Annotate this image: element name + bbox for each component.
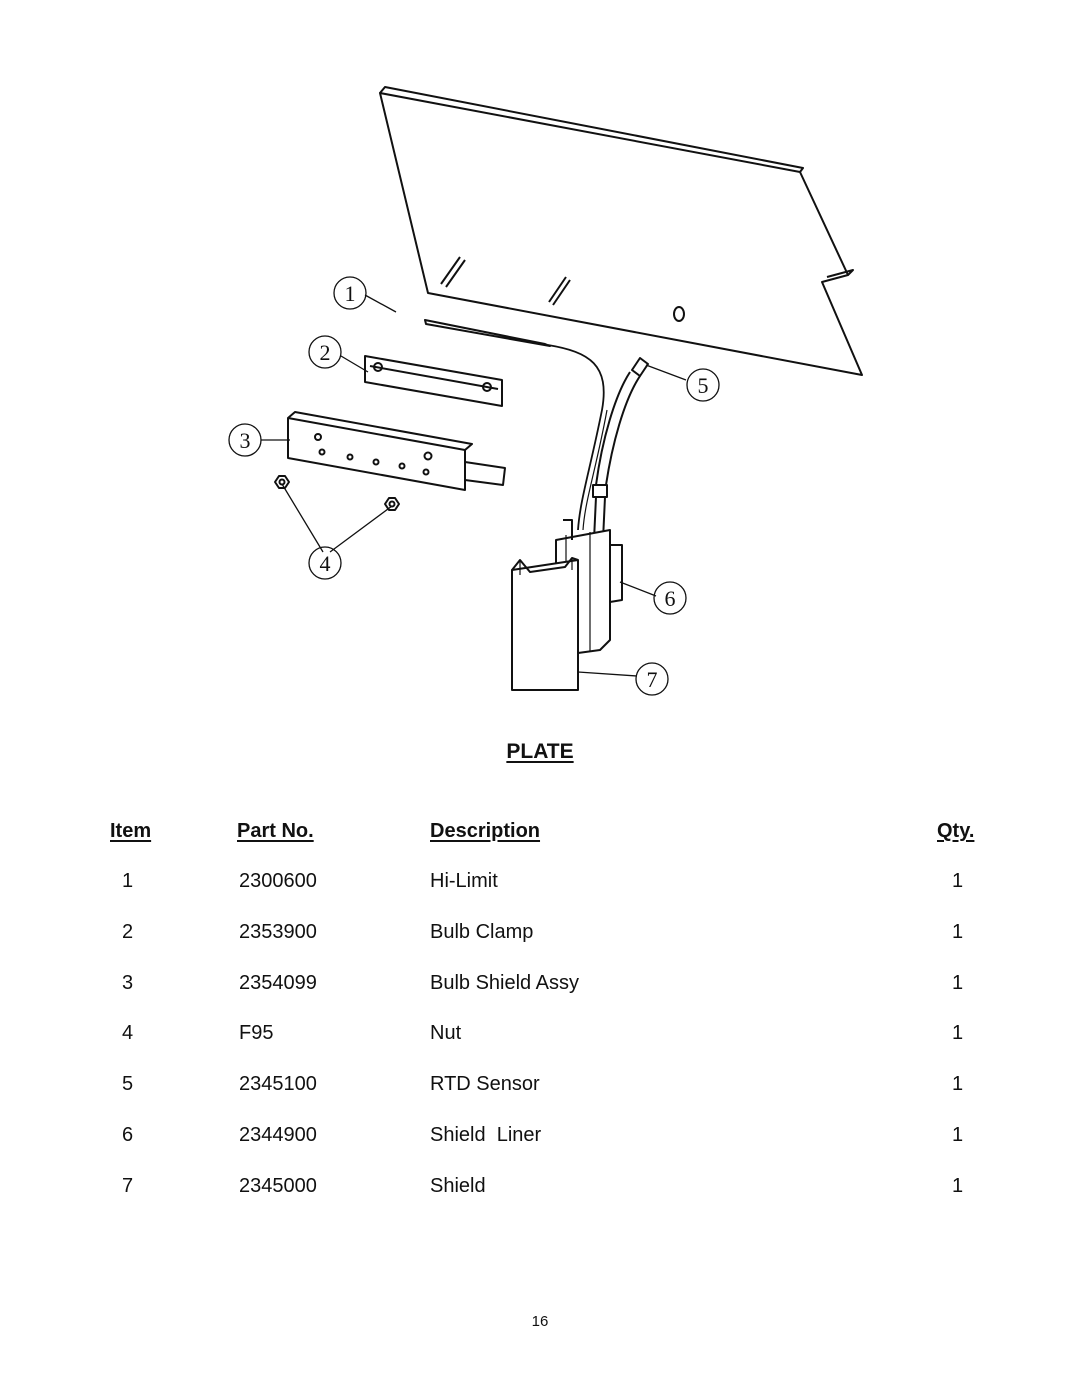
plate-drawing xyxy=(379,86,863,376)
cell-item: 3 xyxy=(122,971,134,994)
cell-item: 6 xyxy=(122,1124,134,1146)
page-number: 16 xyxy=(531,1313,549,1330)
callout-circles xyxy=(228,276,720,696)
callout-4: 4 xyxy=(320,551,331,576)
cell-qty: 1 xyxy=(952,1124,964,1146)
callout-1: 1 xyxy=(345,281,356,306)
header-part-no: Part No. xyxy=(237,820,314,842)
nuts-drawing xyxy=(274,475,400,511)
callout-7: 7 xyxy=(647,667,658,692)
cell-qty: 1 xyxy=(952,1022,964,1045)
cell-part-no: 2345100 xyxy=(239,1073,317,1096)
cell-description: Bulb Clamp xyxy=(430,920,534,943)
cell-description: Hi-Limit xyxy=(430,870,498,892)
bulb-shield-assy-drawing xyxy=(287,411,506,491)
cell-part-no: 2344900 xyxy=(239,1124,317,1146)
cell-part-no: 2300600 xyxy=(239,870,317,892)
section-title-wrapper: PLATE xyxy=(0,740,1080,764)
cell-qty: 1 xyxy=(952,1073,964,1096)
cell-description: Bulb Shield Assy xyxy=(430,971,579,994)
cell-description: RTD Sensor xyxy=(430,1073,540,1096)
header-qty: Qty. xyxy=(937,820,975,842)
shield-drawing xyxy=(511,557,579,691)
cell-description: Shield xyxy=(430,1174,486,1197)
callout-3: 3 xyxy=(240,428,251,453)
cell-part-no: 2354099 xyxy=(239,971,317,994)
callout-2: 2 xyxy=(320,340,331,365)
exploded-parts-diagram: 1 2 3 4 5 6 7 xyxy=(228,86,863,696)
cell-description: Nut xyxy=(430,1022,462,1045)
cell-item: 7 xyxy=(122,1174,134,1197)
cell-part-no: F95 xyxy=(239,1022,274,1045)
cell-qty: 1 xyxy=(952,971,964,994)
cell-item: 1 xyxy=(122,870,134,892)
cell-item: 4 xyxy=(122,1022,134,1045)
cell-description: Shield Liner xyxy=(430,1124,542,1146)
cell-qty: 1 xyxy=(952,870,964,892)
callout-5: 5 xyxy=(698,373,709,398)
cell-item: 5 xyxy=(122,1073,134,1096)
rtd-sensor-drawing xyxy=(592,357,649,541)
cell-item: 2 xyxy=(122,920,134,943)
cell-qty: 1 xyxy=(952,920,964,943)
bulb-clamp-drawing xyxy=(364,355,503,407)
header-item: Item xyxy=(110,820,152,842)
leader-lines xyxy=(261,294,687,677)
header-description: Description xyxy=(430,820,541,842)
callout-6: 6 xyxy=(665,586,676,611)
section-title: PLATE xyxy=(506,740,574,763)
cell-qty: 1 xyxy=(952,1174,964,1197)
cell-part-no: 2345000 xyxy=(239,1174,317,1197)
cell-part-no: 2353900 xyxy=(239,920,317,943)
hi-limit-drawing xyxy=(424,319,608,531)
